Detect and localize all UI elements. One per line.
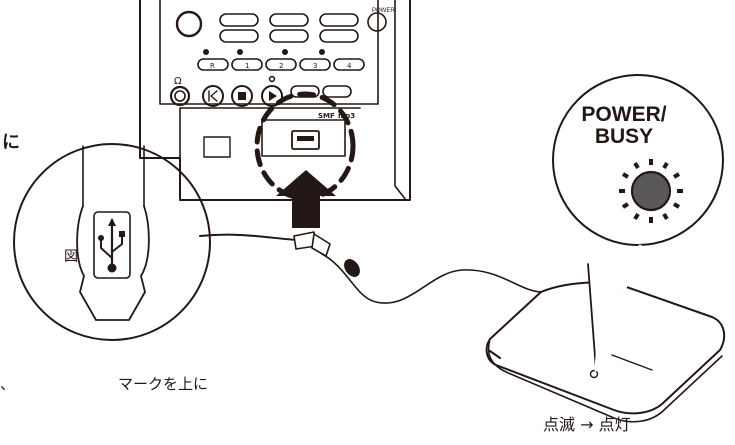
figure-label: 図	[64, 249, 78, 265]
svg-text:Ω: Ω	[174, 76, 182, 87]
key-4-label: 4	[347, 62, 352, 70]
key-3-label: 3	[313, 62, 317, 70]
partial-text-ni: に	[2, 132, 20, 153]
key-2-label: 2	[279, 62, 283, 70]
power-busy-callout	[552, 74, 724, 372]
power-led-icon	[619, 159, 683, 223]
power-key-label: POWER	[372, 8, 395, 14]
insert-arrow	[276, 170, 336, 228]
mark-up-caption: マークを上に	[118, 375, 209, 393]
usb-plug-magnifier	[13, 143, 211, 341]
power-label-line-2: BUSY	[594, 125, 654, 148]
button-row-1: POWER	[175, 8, 395, 38]
usb-trident-icon	[98, 218, 125, 273]
usb-cable	[199, 231, 543, 304]
drive-led-icon	[589, 369, 599, 379]
power-label-line-1: POWER/	[581, 103, 667, 126]
host-usb-port	[203, 119, 346, 158]
partial-text-comma: 、	[0, 375, 16, 393]
blink-to-solid-caption: 点滅 → 点灯	[543, 415, 631, 434]
button-row-3: R 1 2 3 4	[197, 48, 365, 71]
host-device: POWER R 1 2 3 4	[139, 0, 411, 201]
smf-label: SMF	[318, 112, 335, 120]
r-key-label: R	[210, 62, 215, 70]
key-1-label: 1	[245, 62, 249, 70]
button-row-2	[219, 29, 359, 43]
power-busy-label: POWER/ BUSY	[574, 104, 674, 148]
